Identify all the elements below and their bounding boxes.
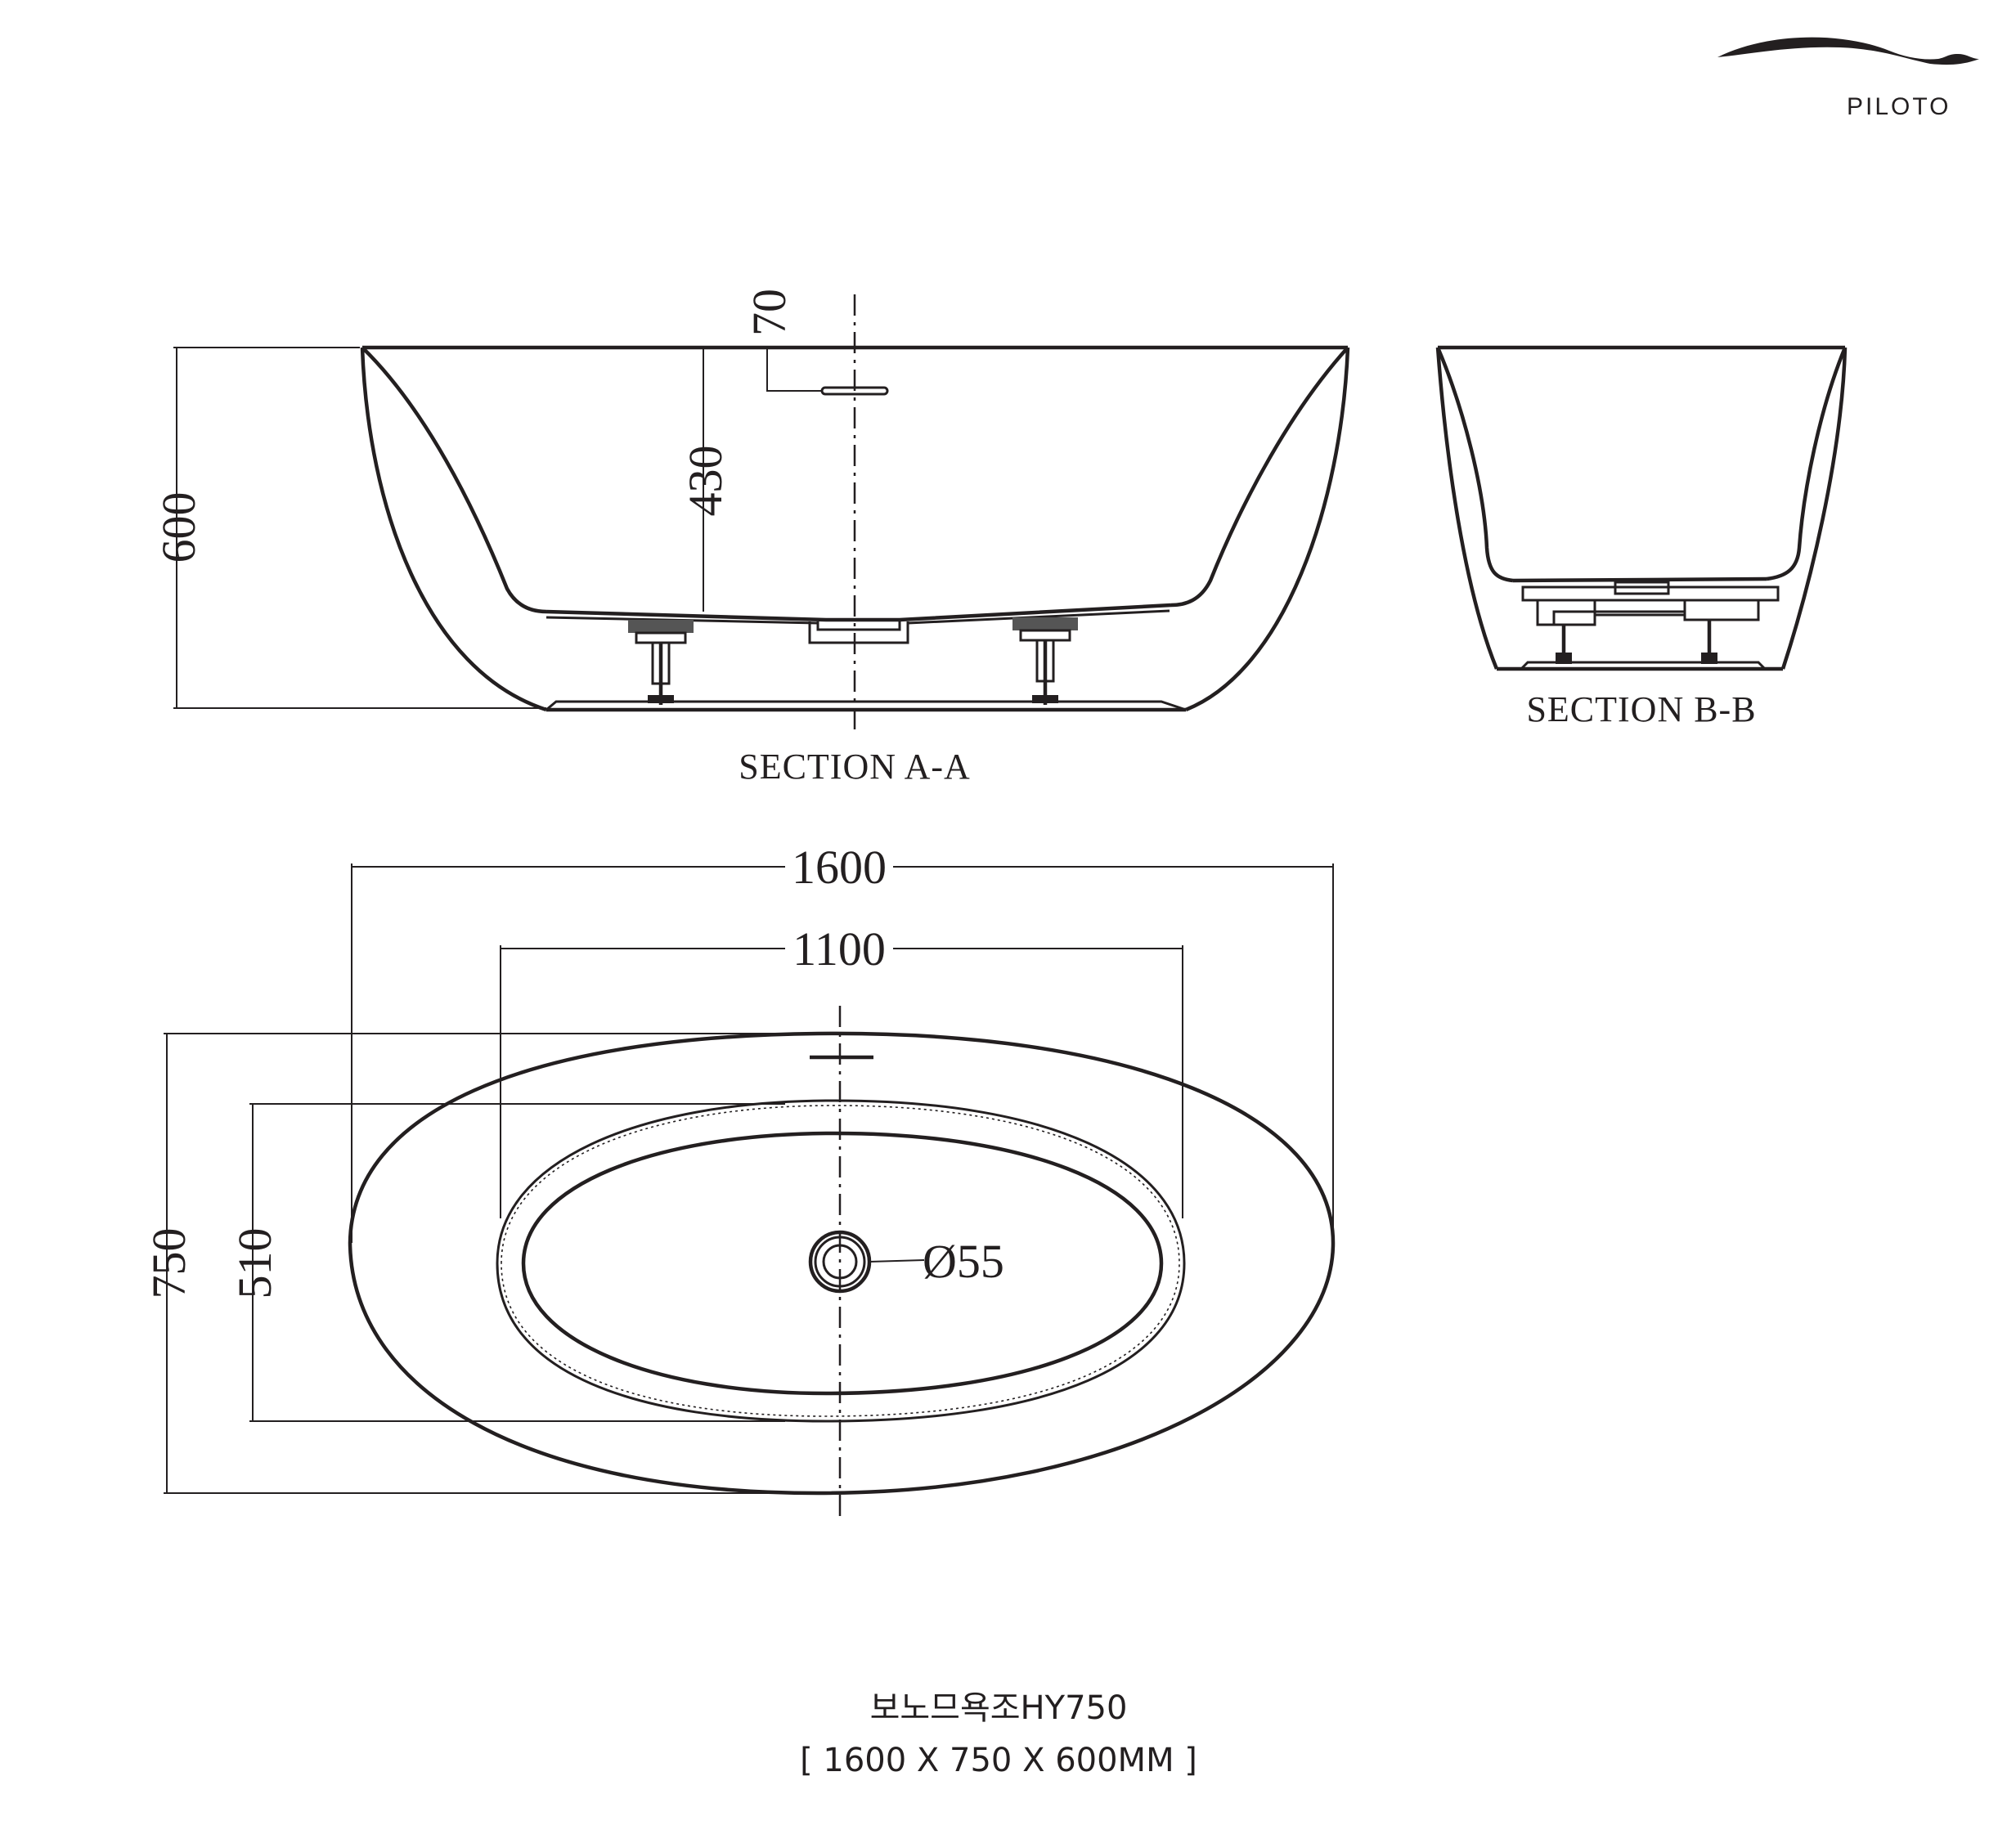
product-name: 보노므욕조HY750 (870, 1689, 1128, 1727)
product-dimensions: [ 1600 X 750 X 600MM ] (800, 1742, 1197, 1779)
left-foot (628, 620, 694, 705)
plan-view: 1600 1100 Ø55 750 510 (142, 841, 1336, 1523)
dim-width-510: 510 (228, 1228, 281, 1299)
section-b-caption: SECTION B-B (1526, 689, 1756, 729)
footer: 보노므욕조HY750 [ 1600 X 750 X 600MM ] (800, 1689, 1197, 1779)
logo-wave-icon (1717, 37, 1979, 65)
inner-basin-outline (496, 1099, 1186, 1423)
dim-length-1100: 1100 (792, 922, 886, 976)
dim-depth-430: 430 (679, 446, 732, 517)
dim-height-600: 600 (152, 492, 205, 563)
dim-length-1600: 1600 (792, 841, 887, 894)
section-a-view: 600 430 70 SECTION A-A (152, 289, 1350, 787)
dim-overflow-70: 70 (743, 289, 796, 336)
brand-name: PILOTO (1847, 93, 1951, 120)
section-a-caption: SECTION A-A (739, 747, 971, 787)
section-b-view: SECTION B-B (1435, 345, 1848, 729)
dim-width-750: 750 (142, 1228, 195, 1299)
brand-logo: PILOTO (1717, 37, 1979, 120)
right-foot (1012, 617, 1078, 705)
outer-rim-outline (348, 1031, 1336, 1496)
dim-drain-diameter: Ø55 (923, 1235, 1004, 1288)
